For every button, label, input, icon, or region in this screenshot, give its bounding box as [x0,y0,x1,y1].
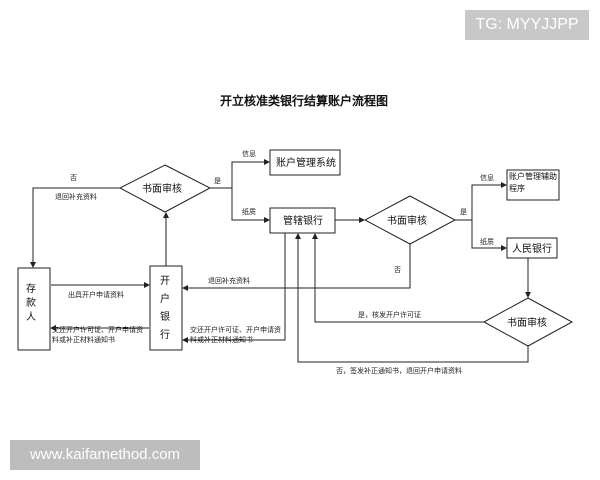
label-paper-1: 纸质 [242,207,256,216]
node-account-system-label: 账户管理系统 [276,156,336,169]
node-review-1-label: 书面审核 [142,182,182,195]
node-account-bank-label-3: 银 [160,310,170,323]
node-account-bank-label-4: 行 [160,328,170,341]
label-yes-review2: 是 [460,208,467,216]
label-no-middle: 否 [394,266,401,274]
node-account-bank-label-1: 开 [160,276,170,287]
label-yes-review1: 是 [214,177,221,185]
node-pboc [506,237,558,259]
label-no-bottom: 否，签发补正通知书，退回开户申请资料 [336,366,462,375]
node-review-3-label: 书面审核 [507,316,547,329]
node-managing-bank [269,207,336,234]
label-deliver-left: 交还开户许可证、开户申请资料或补正材料通知书 [52,326,143,344]
label-no-top: 否 [70,174,77,182]
label-return-supplement-mid: 退回补充资料 [208,276,250,285]
watermark-top-right: TG: MYYJJPP [465,10,589,40]
label-issue-app: 出具开户申请资料 [68,290,124,299]
watermark-bottom-left: www.kaifamethod.com [10,440,200,470]
label-info-1: 信息 [242,149,256,158]
label-return-supplement-top: 退回补充资料 [55,192,97,201]
label-deliver-right: 交还开户许可证、开户申请资料或补正材料通知书 [190,326,281,344]
node-depositor-label-2: 款 [26,296,36,309]
label-info-2: 信息 [480,173,494,182]
node-aux-program [506,169,560,201]
diagram-title: 开立核准类银行结算账户流程图 [220,93,388,108]
node-depositor-label-1: 存 [26,282,36,295]
label-paper-2: 纸质 [480,237,494,246]
node-review-2-label: 书面审核 [387,214,427,227]
node-depositor-label-3: 人 [26,311,36,323]
node-account-bank [149,265,183,351]
node-managing-bank-label: 管辖银行 [283,214,323,227]
node-account-system [269,149,341,176]
node-pboc-label: 人民银行 [512,242,552,255]
node-depositor [17,267,51,351]
node-account-bank-label-2: 户 [160,292,170,305]
node-aux-program-label: 账户管理辅助程序 [509,172,557,193]
label-yes-issue-permit: 是，核发开户许可证 [358,310,421,319]
